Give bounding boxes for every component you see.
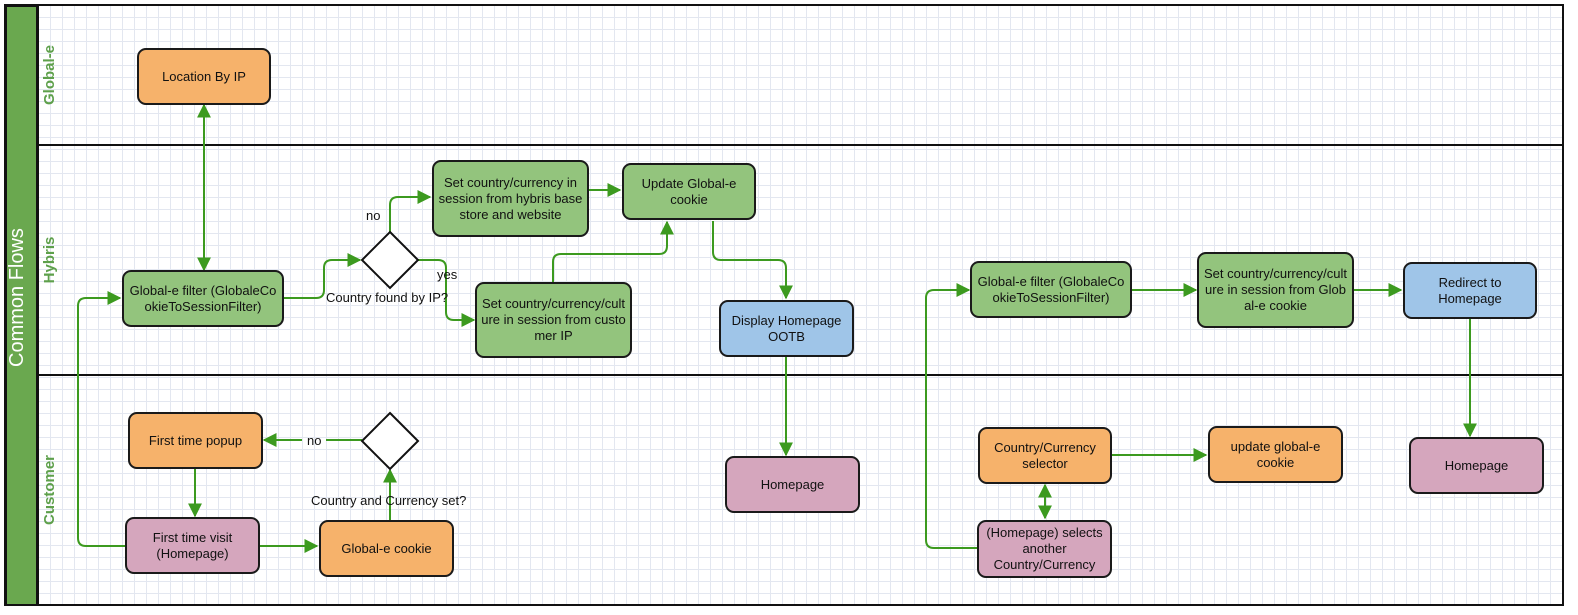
node-update-globale-cookie-lower[interactable]: update global-e cookie [1208, 426, 1343, 483]
decision-label-country-found: Country found by IP? [326, 290, 449, 305]
edge-filter-decision [283, 253, 362, 299]
node-homepage-selects-another[interactable]: (Homepage) selects another Country/Curre… [977, 520, 1112, 578]
decision-label-country-currency: Country and Currency set? [311, 493, 467, 508]
edge-visit-filter [77, 291, 126, 547]
edge-decision-ip [418, 259, 476, 327]
edge-decision-hybris [389, 190, 432, 232]
decision-diamond-country-currency [360, 411, 420, 471]
edge-label-no-lower: no [307, 433, 322, 448]
node-location-by-ip[interactable]: Location By IP [137, 48, 271, 105]
node-country-currency-selector[interactable]: Country/Currency selector [978, 427, 1112, 484]
node-homepage-1[interactable]: Homepage [725, 456, 860, 513]
node-homepage-2[interactable]: Homepage [1409, 437, 1544, 494]
node-globale-cookie[interactable]: Global-e cookie [319, 520, 454, 577]
node-update-globale-cookie[interactable]: Update Global-e cookie [622, 163, 756, 220]
node-first-time-popup[interactable]: First time popup [128, 412, 263, 469]
decision-diamond-country-found [360, 230, 420, 290]
node-set-from-ip[interactable]: Set country/currency/culture in session … [475, 282, 632, 358]
node-set-from-hybris[interactable]: Set country/currency in session from hyb… [432, 160, 589, 237]
node-display-homepage-ootb[interactable]: Display Homepage OOTB [719, 300, 854, 357]
node-globale-filter-1[interactable]: Global-e filter (GlobaleCookieToSessionF… [122, 270, 284, 327]
edge-selects-filter2 [925, 283, 977, 549]
node-set-from-globale-cookie[interactable]: Set country/currency/culture in session … [1197, 252, 1354, 328]
edge-update-display [712, 221, 793, 300]
node-first-time-visit[interactable]: First time visit (Homepage) [125, 517, 260, 574]
node-redirect-to-homepage[interactable]: Redirect to Homepage [1403, 262, 1537, 319]
edge-ip-update [552, 220, 674, 283]
node-globale-filter-2[interactable]: Global-e filter (GlobaleCookieToSessionF… [970, 261, 1132, 318]
edge-label-no-upper: no [366, 208, 381, 223]
edge-label-yes: yes [437, 267, 458, 282]
